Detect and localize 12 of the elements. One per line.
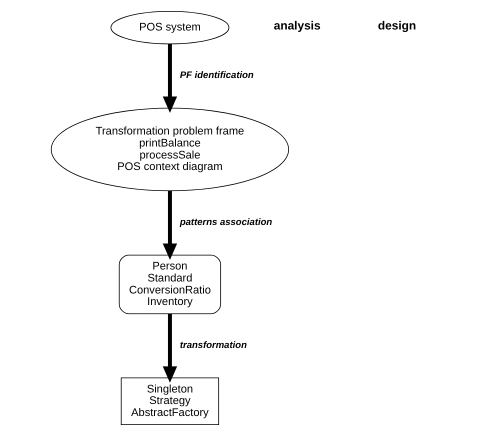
node-box: Person Standard ConversionRatio Inventory bbox=[118, 254, 221, 314]
node-ellipse: POS system bbox=[110, 10, 229, 44]
edge-label: patterns association bbox=[179, 217, 272, 228]
arrow bbox=[162, 44, 177, 113]
node-box: Singleton Strategy AbstractFactory bbox=[120, 378, 219, 426]
label: analysis bbox=[273, 18, 320, 33]
edge-label: transformation bbox=[179, 340, 246, 351]
label: design bbox=[377, 18, 416, 33]
node-ellipse: Transformation problem frame printBalance processSale POS context diagram bbox=[50, 108, 289, 192]
arrow bbox=[162, 314, 177, 383]
edge-label: PF identification bbox=[179, 70, 254, 81]
arrow bbox=[162, 191, 177, 260]
